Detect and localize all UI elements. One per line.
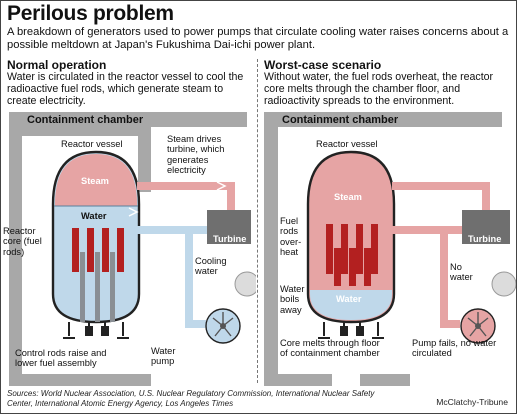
subtitle: A breakdown of generators used to power … [7, 26, 509, 51]
fuel-rod [356, 224, 363, 274]
fuel-rod [102, 228, 109, 272]
reactor-vessel [306, 150, 396, 324]
reactor-vessel-label: Reactor vessel [316, 139, 378, 149]
fuel-rod [349, 248, 356, 286]
worst-diagram-art [264, 112, 516, 386]
normal-operation-heading: Normal operation [7, 58, 107, 72]
worst-case-heading: Worst-case scenario [264, 58, 382, 72]
control-rod [80, 252, 85, 322]
credit-line: McClatchy-Tribune [436, 397, 508, 407]
worst-case-diagram: Containment chamber Reactor vessel Steam… [260, 112, 516, 386]
containment-chamber-label: Containment chamber [27, 114, 144, 126]
fuel-rod [87, 228, 94, 272]
generator [234, 271, 256, 297]
chamber-floor [9, 374, 151, 386]
normal-operation-description: Water is circulated in the reactor vesse… [7, 71, 244, 107]
containment-chamber-label: Containment chamber [282, 114, 399, 126]
worst-case-description: Without water, the fuel rods overheat, t… [264, 71, 494, 107]
containment-chamber [264, 124, 278, 386]
water-boils-away-label: Water boils away [280, 284, 305, 315]
reactor-vessel-label: Reactor vessel [61, 139, 123, 149]
water-label: Water [81, 211, 107, 221]
page-title: Perilous problem [7, 2, 174, 25]
steam-label: Steam [334, 192, 362, 202]
pump-fails-label: Pump fails, no water circulated [412, 338, 497, 359]
sources-note: Sources: World Nuclear Association, U.S.… [7, 389, 375, 408]
turbine-label: Turbine [213, 234, 247, 244]
generator [491, 271, 516, 297]
normal-diagram-art [9, 112, 256, 386]
steam-label: Steam [81, 176, 109, 186]
water-label: Water [336, 294, 362, 304]
turbine [462, 210, 510, 244]
reactor-core-label: Reactor core (fuel rods) [3, 226, 42, 257]
fuel-rod [334, 248, 341, 286]
steam-pipe [392, 182, 490, 210]
fuel-rod [117, 228, 124, 272]
water-remnant [310, 290, 392, 320]
fuel-rod [326, 224, 333, 274]
fuel-rods-overheat-label: Fuel rods over-heat [280, 216, 302, 258]
panel-divider [257, 59, 258, 383]
cooling-pipe [137, 226, 207, 302]
core-melts-label: Core melts through floor of containment … [280, 338, 380, 359]
chamber-title-band [9, 112, 247, 127]
fuel-rod [371, 224, 378, 274]
no-water-label: No water [450, 262, 473, 283]
fuel-rod [72, 228, 79, 272]
turbine [207, 210, 251, 244]
chamber-title-band [264, 112, 502, 127]
empty-pipe [392, 226, 460, 328]
fuel-rod [364, 248, 371, 286]
fuel-rod [341, 224, 348, 274]
steam-drives-turbine-label: Steam drives turbine, which generates el… [167, 134, 225, 176]
control-rod [95, 252, 100, 322]
cooling-water-label: Cooling water [195, 256, 227, 277]
water-pump-label: Water pump [151, 346, 176, 367]
normal-operation-diagram: Containment chamber Reactor vessel Steam… [1, 112, 256, 386]
control-rod [110, 252, 115, 322]
steam-region [55, 154, 137, 206]
control-rods-label: Control rods raise and lower fuel assemb… [15, 348, 107, 369]
turbine-label: Turbine [468, 234, 502, 244]
